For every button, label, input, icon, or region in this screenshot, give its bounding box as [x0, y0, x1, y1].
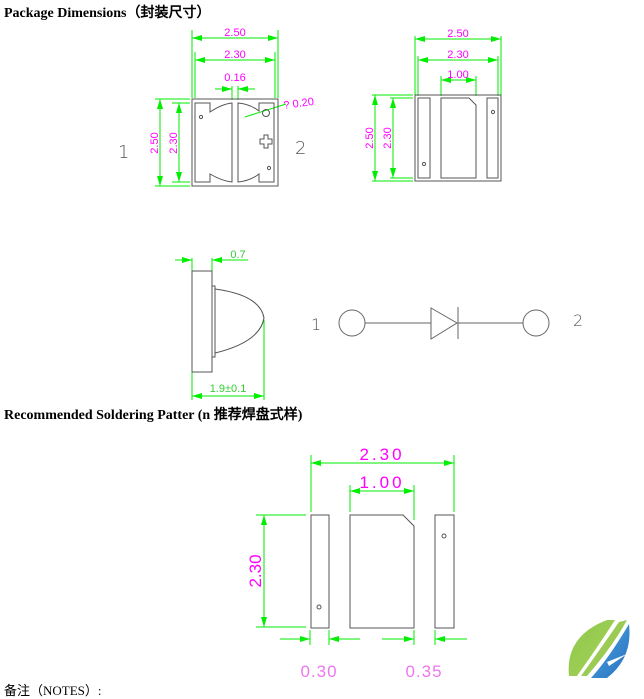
bottom-view-dim-inner-width: 2.30 [447, 49, 468, 61]
side-view: 0.7 1.9±0.1 [175, 249, 265, 400]
top-view-dim-inner-width: 2.30 [224, 49, 245, 61]
bottom-view-dim-outer-width: 2.50 [447, 28, 468, 40]
top-view-dim-outer-width: 2.50 [224, 27, 245, 39]
soldering-dim-center-pad: 1.00 [359, 473, 404, 492]
top-view-dim-hole: ? 0.20 [283, 96, 315, 112]
top-view-pin2-label: 2 [295, 138, 306, 159]
top-view-dim-inner-height: 2.30 [168, 132, 180, 153]
bottom-view-dim-pad-width: 1.00 [447, 69, 468, 81]
top-view-dim-gap: 0.16 [224, 72, 245, 84]
soldering-dim-height: 2.30 [246, 554, 265, 587]
top-view-dim-outer-height: 2.50 [149, 132, 161, 153]
package-dimensions-heading: Package Dimensions（封装尺寸） [4, 6, 211, 21]
top-view-pin1-label: 1 [118, 142, 129, 163]
soldering-pattern-heading: Recommended Soldering Patter (n 推荐焊盘式样) [4, 408, 303, 423]
bottom-view-dim-inner-height: 2.30 [382, 127, 394, 148]
bottom-view-dim-outer-height: 2.50 [364, 127, 376, 148]
schematic-pin2-label: 2 [573, 311, 583, 330]
soldering-dim-gap: 0.35 [405, 662, 442, 681]
soldering-pattern: 2.30 1.00 2.30 0.30 0.35 [246, 445, 467, 681]
side-view-dim-base: 0.7 [230, 249, 245, 261]
schematic-pin1-label: 1 [311, 315, 321, 334]
notes-label: 备注（NOTES）: [4, 683, 102, 698]
diode-schematic: 1 2 [311, 307, 583, 340]
soldering-dim-total-width: 2.30 [359, 445, 404, 464]
soldering-dim-left-pad: 0.30 [300, 662, 337, 681]
top-view: 2.50 2.30 0.16 ? 0.20 2.50 2.30 1 2 [118, 27, 315, 187]
side-view-dim-total: 1.9±0.1 [210, 383, 247, 395]
leaf-logo-icon [568, 620, 630, 678]
bottom-view: 2.50 2.30 1.00 2.50 2.30 [364, 28, 502, 182]
